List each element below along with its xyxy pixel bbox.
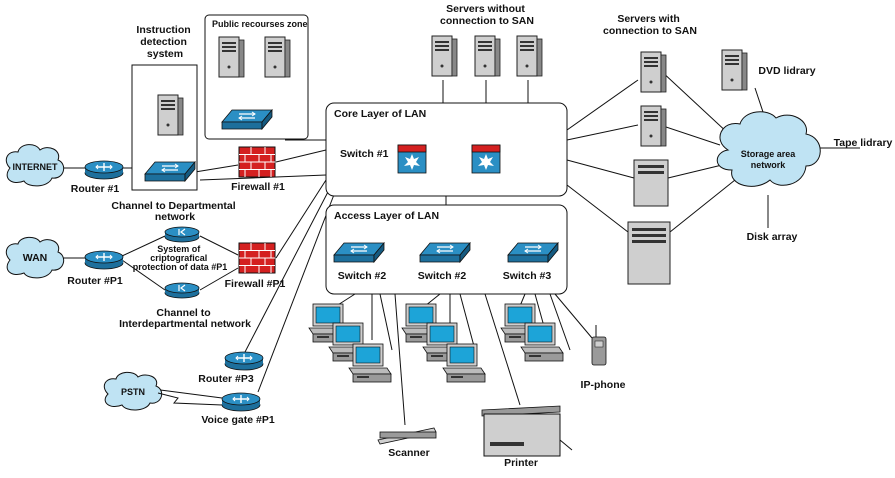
scanner-label: Scanner [388,447,429,459]
channel-dept-line1: Channel to Departmental [111,200,235,212]
server-san-3 [633,159,669,207]
servers-san-line2: connection to SAN [603,25,697,37]
router-1: Router #1 [71,160,124,195]
access-switch-2a: Switch #2 [333,242,387,282]
ip-phone: IP-phone [581,325,626,391]
server-no-san-1 [431,35,458,77]
firewall-p1-label: Firewall #P1 [225,278,286,290]
core-layer-label: Core Layer of LAN [334,108,426,120]
servers-no-san-line2: connection to SAN [440,15,534,27]
access-layer-label: Access Layer of LAN [334,210,439,222]
core-layer-box [325,102,568,197]
server-san-1 [640,51,667,93]
firewall-p1: Firewall #P1 [225,242,286,290]
crypto-line2: criptografical [150,253,207,263]
pstn-link [157,392,223,406]
voice-gate-p1: Voice gate #P1 [201,392,275,426]
dvd-library-label: DVD lidrary [758,65,815,77]
core-switch-2 [471,144,501,174]
printer-label: Printer [504,457,538,469]
channel-interdept-line2: Interdepartmental network [119,318,251,330]
router-p3: Router #P3 [198,351,264,385]
ip-phone-label: IP-phone [581,379,626,391]
crypto-bottom [164,282,200,299]
printer: Printer [481,405,573,469]
servers-no-san-line1: Servers without [446,3,525,15]
switch-2b-label: Switch #2 [418,270,467,282]
workstation-group-2 [401,303,486,383]
access-switch-3: Switch #3 [503,242,559,282]
public-zone-label: Public recourses zone [212,19,308,29]
ids-label-line3: system [147,48,183,60]
san-label-line1: Storage area [741,149,797,159]
router-p1-label: Router #P1 [67,275,123,287]
ids-switch [144,161,196,182]
pstn-cloud: PSTN [103,371,163,411]
router-p1: Router #P1 [67,250,124,287]
core-switch-label: Switch #1 [340,148,389,160]
firewall-1: Firewall #1 [231,146,285,193]
server-no-san-3 [516,35,543,77]
ids-label: Instruction detection system [136,24,193,60]
dvd-library [721,49,748,91]
router-p3-label: Router #P3 [198,373,254,385]
ids-server [157,94,184,136]
public-server-1 [218,36,245,78]
ids-label-line2: detection [140,36,187,48]
voice-gate-label: Voice gate #P1 [201,414,275,426]
public-server-2 [264,36,291,78]
internet-cloud: INTERNET [5,144,65,187]
scanner: Scanner [377,427,437,459]
san-label-line2: network [751,160,787,170]
firewall-1-label: Firewall #1 [231,181,285,193]
access-switch-2b: Switch #2 [418,242,471,282]
internet-label: INTERNET [13,162,59,172]
router-1-label: Router #1 [71,183,120,195]
disk-array-label: Disk array [747,231,798,243]
channel-interdept-label: Channel to Interdepartmental network [119,307,251,330]
ids-label-line1: Instruction [136,24,190,36]
server-san-2 [640,105,667,147]
server-no-san-2 [474,35,501,77]
pstn-label: PSTN [121,387,145,397]
wan-label: WAN [23,252,48,264]
wan-cloud: WAN [5,236,65,279]
servers-san-line1: Servers with [617,13,679,25]
network-links [60,69,860,426]
switch-2a-label: Switch #2 [338,270,387,282]
servers-no-san-label: Servers without connection to SAN [440,3,534,27]
tape-library-label: Tape lidrary [834,137,893,149]
channel-dept-label: Channel to Departmental network [111,200,238,223]
public-switch [221,109,273,130]
workstation-group-3 [500,303,564,362]
workstation-group-1 [308,303,392,383]
crypto-label: System of criptografical protection of d… [133,244,228,272]
crypto-top [164,226,200,243]
server-san-4 [627,221,671,285]
switch-3-label: Switch #3 [503,270,552,282]
channel-interdept-line1: Channel to [156,307,210,319]
servers-san-label: Servers with connection to SAN [603,13,697,37]
crypto-line3: protection of data #P1 [133,262,228,272]
crypto-line1: System of [157,244,201,254]
core-switch-1 [397,144,427,174]
channel-dept-line2: network [155,211,195,223]
